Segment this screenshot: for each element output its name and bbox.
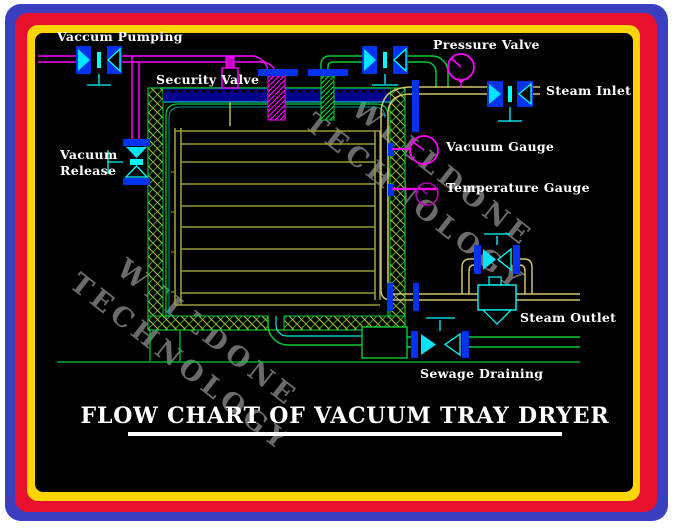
component-labels: Vaccum Pumping Security Valve Pressure V…	[56, 29, 631, 381]
vent-line	[320, 46, 449, 88]
steam-inlet-valve	[487, 81, 533, 122]
drain-sump	[361, 326, 408, 359]
vessel-inner-liner	[168, 106, 386, 318]
gauge-wall-flange	[388, 184, 394, 196]
steam-trap	[477, 276, 517, 325]
label-vaccum-pumping: Vaccum Pumping	[56, 29, 183, 44]
pressure-gauge	[447, 53, 475, 88]
title-underline	[128, 432, 562, 436]
security-valve-cap	[225, 56, 235, 69]
drain-pipe-inner	[275, 316, 362, 337]
temperature-gauge-dial	[415, 182, 439, 206]
valve-stem	[87, 74, 111, 86]
tray-rack-ticks	[171, 171, 175, 293]
vacuum-pumping-valve	[76, 46, 122, 86]
vacuum-gauge-assembly	[388, 135, 439, 165]
tray-rack-right-support	[374, 131, 381, 300]
vacuum-release-valve	[107, 139, 150, 185]
gauge-wall-flange	[388, 143, 394, 156]
vacuum-nozzle-flange	[258, 69, 298, 76]
drain-pipe-outer	[267, 316, 362, 346]
outlet-flange-left	[387, 283, 393, 311]
label-vacuum-gauge: Vacuum Gauge	[445, 139, 554, 154]
vacuum-nozzle	[258, 69, 298, 121]
valve-stem	[426, 317, 455, 331]
vent-nozzle-flange	[308, 69, 348, 76]
label-pressure-valve: Pressure Valve	[433, 37, 540, 52]
label-sewage-draining: Sewage Draining	[420, 366, 543, 381]
label-security-valve: Security Valve	[156, 72, 259, 87]
chamber-leg	[149, 330, 181, 361]
label-temperature-gauge: Temperature Gauge	[446, 180, 590, 195]
vent-nozzle-stub	[320, 75, 335, 121]
valve-stem	[107, 150, 123, 174]
drain-pipe	[407, 336, 411, 348]
label-steam-inlet: Steam Inlet	[546, 83, 631, 98]
vent-valve	[362, 46, 408, 86]
vacuum-nozzle-stub	[267, 75, 286, 121]
label-vacuum-release-2: Release	[60, 163, 116, 178]
valve-stem	[372, 74, 398, 86]
title-block: FLOW CHART OF VACUUM TRAY DRYER	[81, 403, 610, 436]
drawing-area	[35, 33, 633, 492]
vacuum-gauge-dial	[409, 135, 439, 165]
green-pipe	[320, 55, 449, 88]
gauge-needle	[418, 186, 428, 195]
vent-nozzle	[308, 69, 348, 121]
tray-rack-left-support	[174, 128, 182, 305]
outlet-flange-right	[413, 283, 419, 311]
steam-outlet-valve	[474, 233, 520, 274]
steam-inlet-flange	[412, 80, 419, 132]
drawing-title: FLOW CHART OF VACUUM TRAY DRYER	[81, 403, 610, 429]
tray-stack	[171, 128, 381, 306]
chamber-bottom-wall-left	[147, 315, 269, 331]
steam-outlet-line	[387, 233, 580, 325]
temperature-gauge-assembly	[388, 182, 439, 206]
drain-pipe	[469, 336, 580, 348]
valve-stem	[498, 107, 522, 122]
label-steam-outlet: Steam Outlet	[520, 310, 616, 325]
sewage-draining-line	[267, 316, 580, 359]
gauge-needle	[412, 141, 425, 151]
sewage-draining-valve	[411, 317, 469, 358]
label-vacuum-release-1: Vacuum	[59, 147, 117, 162]
security-valve-assembly	[221, 56, 239, 126]
steam-pipe	[461, 258, 580, 301]
chamber-left-wall	[147, 87, 164, 331]
valve-stem	[484, 233, 510, 245]
